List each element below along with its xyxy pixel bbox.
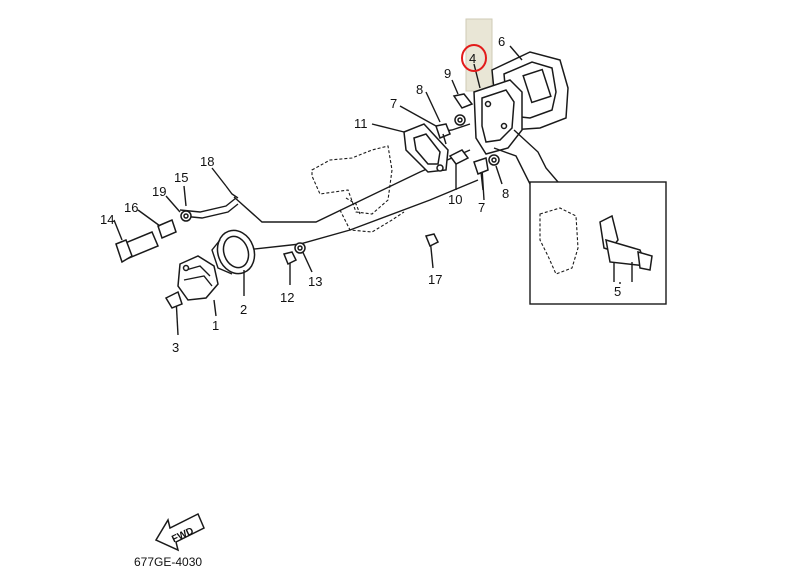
catalog-code: 677GE-4030 [134, 555, 202, 569]
highlight-ring [461, 44, 487, 72]
callout-8-lower: 8 [502, 186, 509, 201]
part-11-intake-cover [403, 123, 449, 173]
part-1-cover [177, 255, 219, 301]
parts-12-13-17-nuts [282, 233, 440, 266]
callout-11: 11 [354, 116, 368, 131]
callout-18: 18 [200, 154, 214, 169]
callout-10: 10 [448, 192, 462, 207]
callout-5: 5 [614, 284, 621, 299]
part-4-gasket [473, 79, 523, 155]
parts-14-16-19-fittings [115, 210, 192, 264]
callout-17: 17 [428, 272, 442, 287]
engine-block-outline [311, 145, 405, 233]
part-3-bolt [164, 290, 183, 309]
callout-8-upper: 8 [416, 82, 423, 97]
callout-19: 19 [152, 184, 166, 199]
fwd-arrow-icon: FWD [154, 512, 205, 552]
callout-15: 15 [174, 170, 188, 185]
inset-detail-part-5 [493, 129, 667, 305]
callout-7-lower: 7 [478, 200, 485, 215]
callout-12: 12 [280, 290, 294, 305]
callout-3: 3 [172, 340, 179, 355]
callout-4: 4 [469, 51, 476, 66]
callout-2: 2 [240, 302, 247, 317]
callout-labels: 4 6 9 8 7 11 18 15 19 16 14 10 7 8 5 17 … [100, 34, 621, 355]
callout-13: 13 [308, 274, 322, 289]
callout-14: 14 [100, 212, 114, 227]
callout-7-upper: 7 [390, 96, 397, 111]
callout-9: 9 [444, 66, 451, 81]
fasteners-upper [435, 93, 500, 191]
part-18-hose [179, 185, 239, 219]
callout-6: 6 [498, 34, 505, 49]
part-2-cover-ring [211, 229, 256, 275]
callout-16: 16 [124, 200, 138, 215]
callout-1: 1 [212, 318, 219, 333]
highlight-box [465, 18, 493, 92]
leader-lines [113, 45, 621, 317]
